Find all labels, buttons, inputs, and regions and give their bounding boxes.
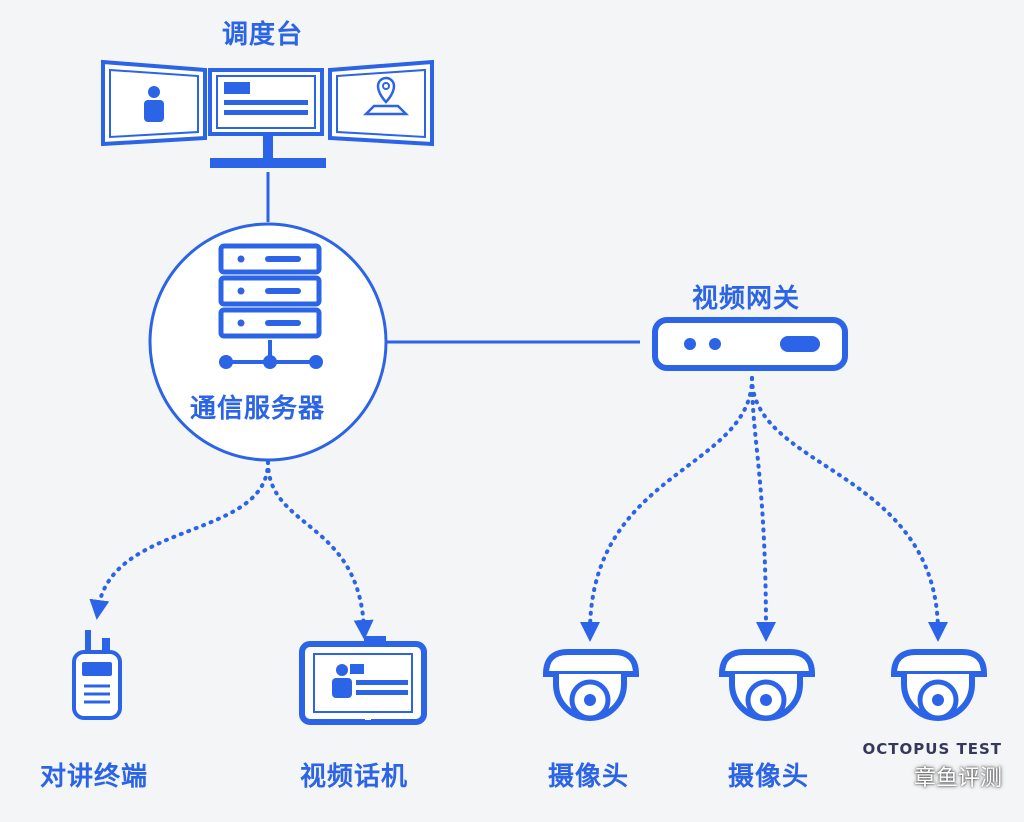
walkie-talkie-icon <box>72 630 122 720</box>
dome-camera-icon <box>718 649 816 721</box>
dome-camera-icon <box>890 649 988 721</box>
gateway-camera1-link <box>580 376 754 642</box>
camera2-label: 摄像头 <box>728 762 810 792</box>
radio-label: 对讲终端 <box>40 762 149 792</box>
server-radio-link <box>89 460 270 620</box>
watermark-en: OCTOPUS TEST <box>862 740 1002 758</box>
dome-camera-icon <box>542 649 640 721</box>
server-label: 通信服务器 <box>190 394 326 424</box>
gateway-label: 视频网关 <box>692 284 801 314</box>
console-label: 调度台 <box>222 20 304 50</box>
triple-monitor-icon <box>101 59 434 168</box>
gateway-camera2-link <box>750 376 776 642</box>
server-videophone-link <box>266 460 374 640</box>
gateway-camera3-link <box>750 376 948 642</box>
gateway-box-icon <box>652 317 848 371</box>
watermark-cn: 章鱼评测 <box>913 766 1002 791</box>
camera1-label: 摄像头 <box>548 762 630 792</box>
server-rack-icon <box>148 222 388 462</box>
video-phone-icon <box>299 636 427 725</box>
videophone-label: 视频话机 <box>300 762 409 792</box>
